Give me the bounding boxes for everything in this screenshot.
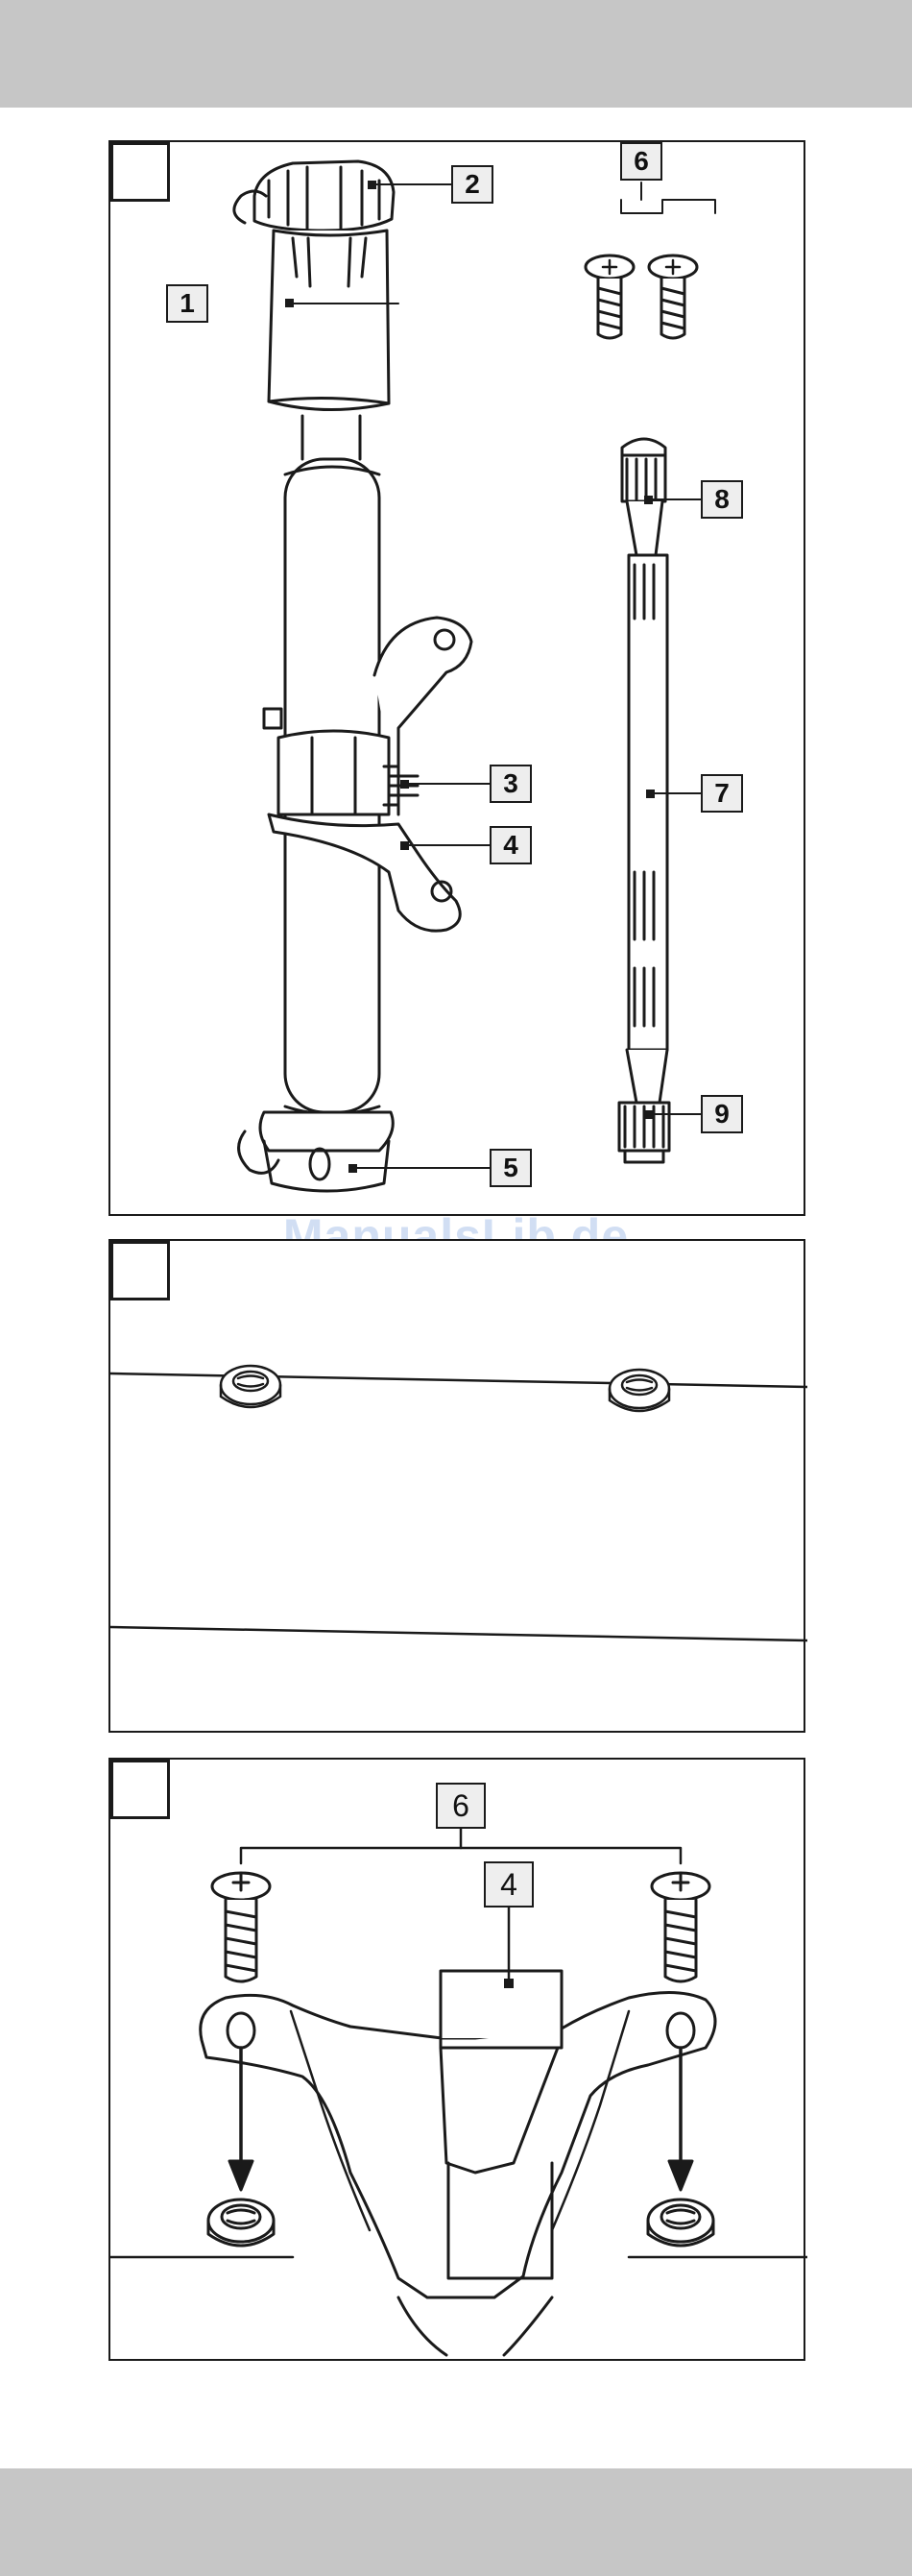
- callout-8: 8: [701, 480, 743, 519]
- callout-6-screws: 6: [436, 1783, 486, 1829]
- top-gray-band: [0, 0, 912, 108]
- bottom-gray-band: [0, 2468, 912, 2576]
- figure-3-illustration: [110, 1760, 807, 2363]
- figure-number-box: [110, 142, 170, 202]
- callout-9: 9: [701, 1095, 743, 1133]
- callout-2: 2: [451, 165, 493, 204]
- callout-4-bracket: 4: [484, 1861, 534, 1908]
- figure-2-panel: [108, 1239, 805, 1733]
- callout-3: 3: [490, 765, 532, 803]
- figure-1-panel: 1 2 6 8 3 7 4 9 5: [108, 140, 805, 1216]
- figure-3-panel: 6 4: [108, 1758, 805, 2361]
- figure-number-box: [110, 1760, 170, 1819]
- callout-7: 7: [701, 774, 743, 813]
- figure-1-illustration: [110, 142, 807, 1218]
- callout-4: 4: [490, 826, 532, 864]
- callout-5: 5: [490, 1149, 532, 1187]
- callout-1: 1: [166, 284, 208, 323]
- figure-2-illustration: [110, 1241, 807, 1735]
- callout-6-screws: 6: [620, 142, 662, 181]
- figure-number-box: [110, 1241, 170, 1300]
